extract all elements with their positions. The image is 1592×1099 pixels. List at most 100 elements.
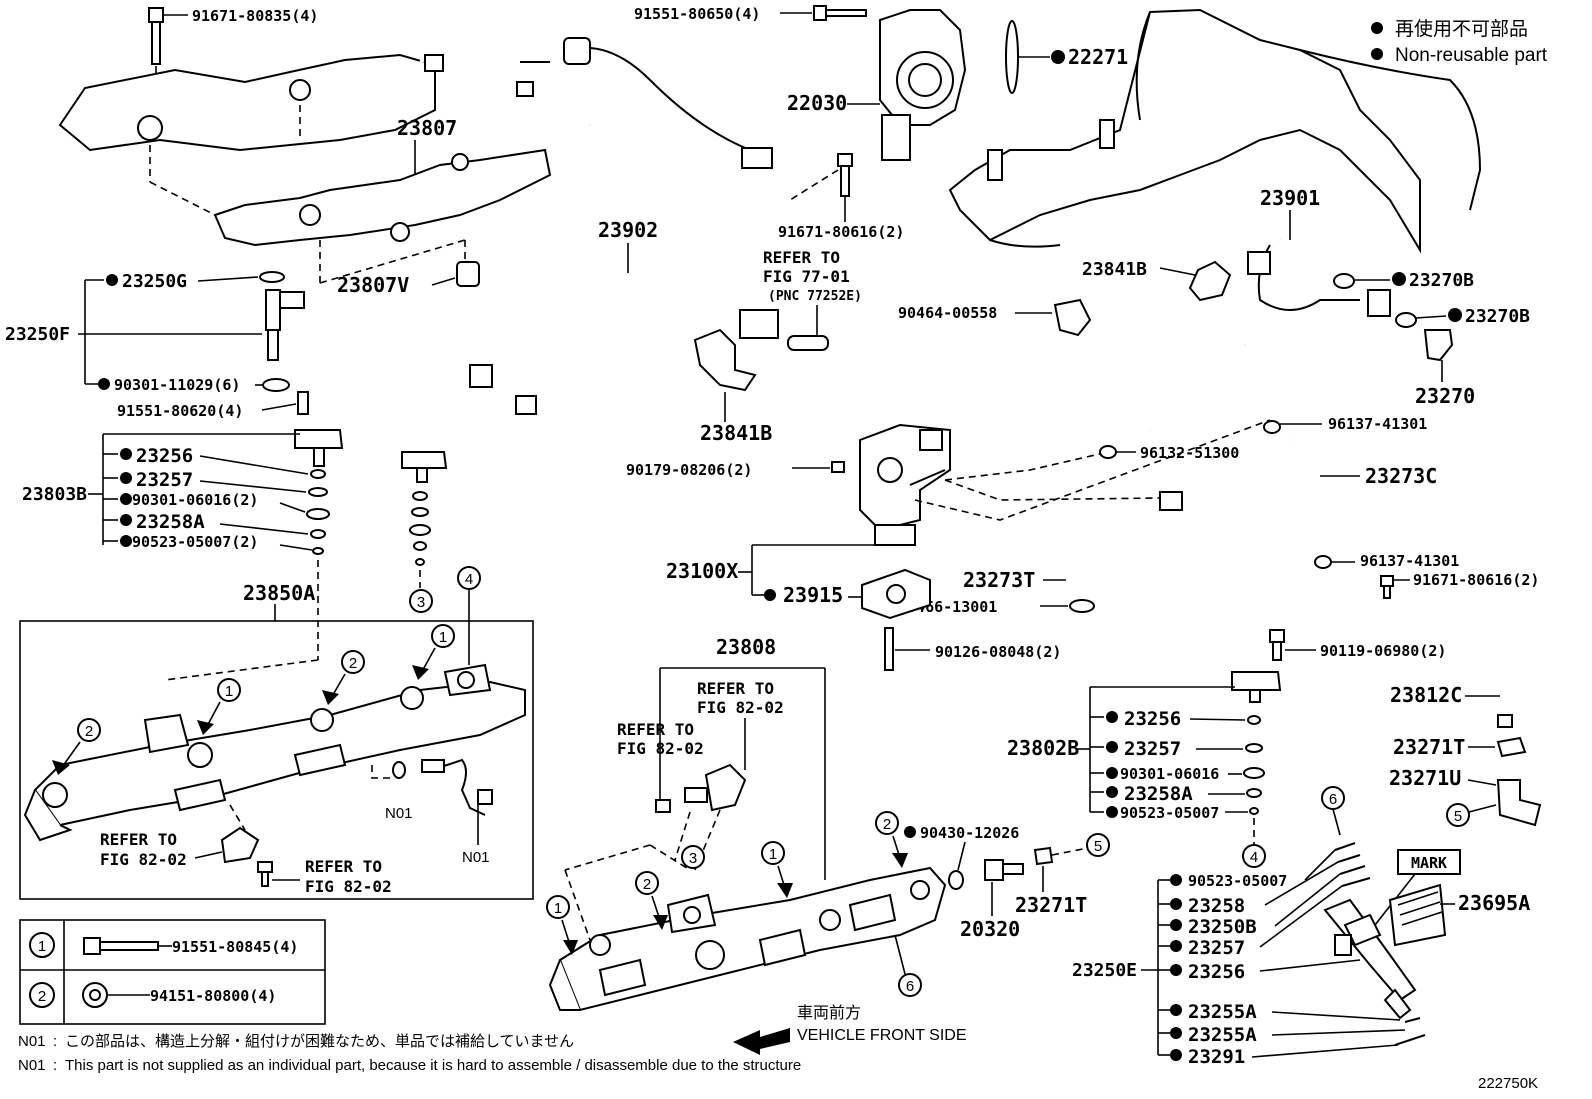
label-90523-05007-left: 90523-05007(2) [132, 533, 258, 551]
refer-82-02-a-line2: FIG 82-02 [100, 850, 187, 869]
callout-2: 2 [349, 655, 357, 672]
label-23850A: 23850A [243, 581, 315, 605]
refer-82-02-d-line2: FIG 82-02 [617, 739, 704, 758]
label-23250E: 23250E [1072, 960, 1137, 981]
label-23257-right: 23257 [1124, 738, 1181, 760]
label-91671-80616-top: 91671-80616(2) [778, 223, 904, 241]
label-23841B-lower: 23841B [700, 421, 772, 445]
non-reusable-dot-icon [1170, 898, 1182, 910]
label-90126-08048: 90126-08048(2) [935, 643, 1061, 661]
label-23273C: 23273C [1365, 464, 1437, 488]
non-reusable-dot-icon [764, 589, 776, 601]
label-23255A-b: 23255A [1188, 1024, 1257, 1046]
label-22030: 22030 [787, 91, 847, 115]
non-reusable-dot-icon [120, 514, 132, 526]
label-91551-80650: 91551-80650(4) [634, 5, 760, 23]
non-reusable-dot-icon [1106, 741, 1118, 753]
label-90430-12026: 90430-12026 [920, 824, 1019, 842]
label-23257-left: 23257 [136, 469, 193, 491]
key-row-2-num: 2 [38, 988, 46, 1005]
non-reusable-dot-icon [1106, 806, 1118, 818]
non-reusable-dot-icon [120, 493, 132, 505]
figure-id: 222750K [1478, 1075, 1538, 1092]
callout-1: 1 [439, 629, 447, 646]
label-23807: 23807 [397, 116, 457, 140]
refer-82-02-d-line1: REFER TO [617, 720, 694, 739]
part-23902-hose-drawing [419, 37, 829, 415]
label-90301-06016-right: 90301-06016 [1120, 765, 1219, 783]
non-reusable-dot-icon [120, 472, 132, 484]
non-reusable-dot-icon [1170, 919, 1182, 931]
label-90119-06980: 90119-06980(2) [1320, 642, 1446, 660]
callout-5: 5 [1454, 808, 1462, 825]
callout-1: 1 [225, 683, 233, 700]
non-reusable-dot-icon [1051, 50, 1065, 64]
mark-label: MARK [1411, 854, 1447, 872]
non-reusable-dot-icon [1371, 22, 1383, 34]
part-23273C-hose-drawing [1287, 437, 1329, 545]
legend: 再使用不可部品 Non-reusable part [1371, 18, 1548, 66]
legend-jp: 再使用不可部品 [1395, 18, 1528, 40]
label-23100X: 23100X [666, 559, 738, 583]
grommet-shape [456, 261, 480, 287]
non-reusable-dot-icon [98, 378, 110, 390]
callout-2: 2 [643, 876, 651, 893]
label-23271U: 23271U [1389, 766, 1461, 790]
callout-2: 2 [85, 723, 93, 740]
mark-box [1397, 849, 1461, 875]
refer-77-01-line1: REFER TO [763, 248, 840, 267]
label-91671-80835: 91671-80835(4) [192, 7, 318, 25]
non-reusable-dot-icon [1170, 1049, 1182, 1061]
callout-6: 6 [906, 978, 914, 995]
label-23901: 23901 [1260, 186, 1320, 210]
label-90179-08206: 90179-08206(2) [626, 461, 752, 479]
label-23258A-right: 23258A [1124, 783, 1193, 805]
label-23271T-center: 23271T [1015, 893, 1087, 917]
front-arrow-icon [733, 1028, 790, 1055]
callout-5: 5 [1094, 838, 1102, 855]
callout-1: 1 [554, 900, 562, 917]
label-N01-b: N01 [462, 849, 490, 866]
callout-6: 6 [1329, 791, 1337, 808]
delivery-pipe-right-drawing [548, 866, 947, 1012]
refer-82-02-b-line2: FIG 82-02 [305, 877, 392, 896]
note-1-text: この部品は、構造上分解・組付けが困難なため、単品では補給していません [65, 1033, 574, 1050]
label-23807V: 23807V [337, 273, 409, 297]
part-23807-cover-drawing [58, 7, 552, 287]
label-23250G: 23250G [122, 271, 187, 292]
note-1-code: N01 [18, 1033, 46, 1050]
delivery-pipe-left-drawing [23, 663, 526, 842]
svg-text::: : [53, 1033, 57, 1050]
non-reusable-dot-icon [1106, 711, 1118, 723]
assembly-23850A-box [19, 620, 534, 900]
bolt-shank-shape [151, 21, 161, 65]
label-23250F: 23250F [5, 324, 70, 345]
vehicle-front-en: VEHICLE FRONT SIDE [797, 1027, 967, 1044]
callout-3: 3 [689, 850, 697, 867]
non-reusable-dot-icon [1170, 1004, 1182, 1016]
refer-82-02-c-line2: FIG 82-02 [697, 698, 784, 717]
non-reusable-dot-icon [106, 274, 118, 286]
non-reusable-dot-icon [1170, 964, 1182, 976]
callout-3 [409, 589, 433, 613]
non-reusable-dot-icon [1170, 940, 1182, 952]
vehicle-front-jp: 車両前方 [797, 1004, 861, 1022]
label-96137-41301-bottom: 96137-41301 [1360, 552, 1459, 570]
non-reusable-dot-icon [1448, 308, 1462, 322]
label-23256-inj: 23256 [1188, 961, 1245, 983]
part-23273T-hose-drawing [1062, 345, 1119, 590]
gasket-shape [1005, 20, 1019, 94]
label-23273T: 23273T [963, 568, 1035, 592]
label-90523-05007-right: 90523-05007 [1120, 804, 1219, 822]
refer-82-02-b-line1: REFER TO [305, 857, 382, 876]
note-2-text: This part is not supplied as an individu… [65, 1057, 801, 1074]
svg-text:3: 3 [417, 594, 425, 611]
refer-77-01-line2: FIG 77-01 [763, 267, 850, 286]
bolt-icon [83, 937, 101, 955]
key-row-1-part: 91551-80845(4) [172, 938, 298, 956]
refer-77-01-line3: (PNC 77252E) [768, 289, 862, 304]
callout-4: 4 [465, 571, 473, 588]
label-23915: 23915 [783, 583, 843, 607]
